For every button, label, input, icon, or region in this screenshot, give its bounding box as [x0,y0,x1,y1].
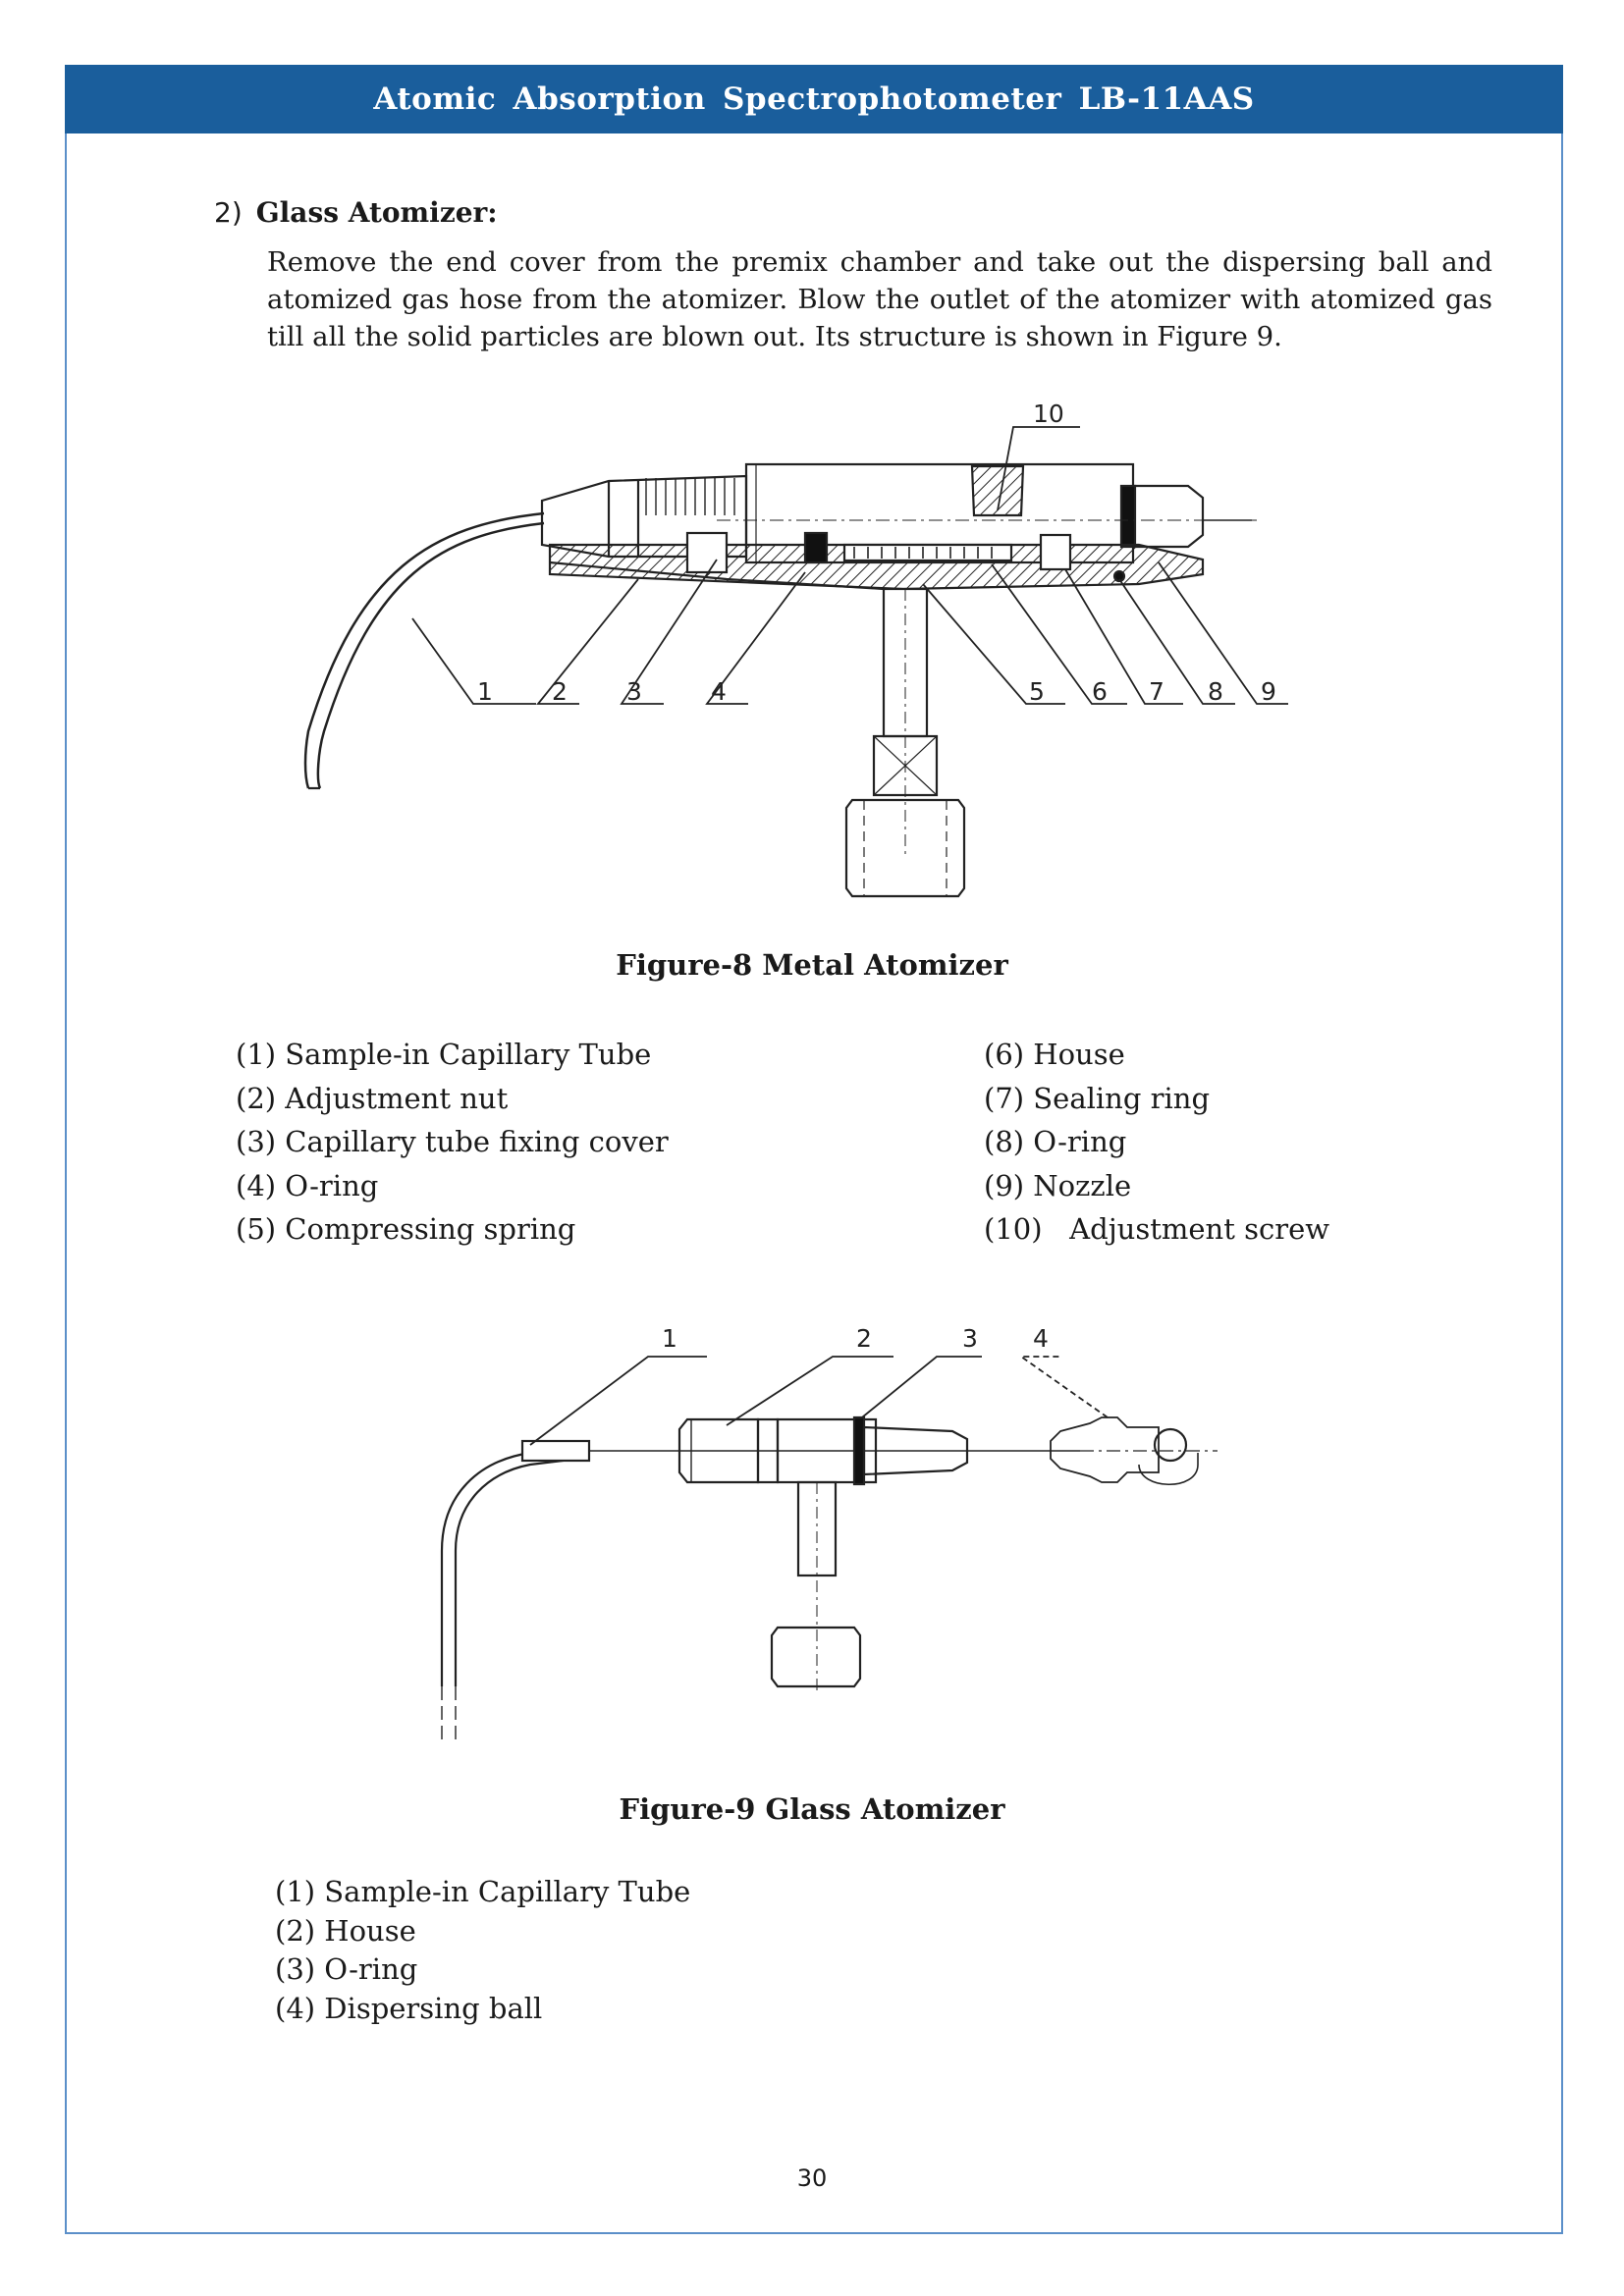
part-item: (6) House [984,1038,1125,1071]
fig8-callout-3: 3 [626,677,642,706]
page-number: 30 [796,2164,828,2192]
fig8-callout-9: 9 [1261,677,1276,706]
part-item: (3) O-ring [275,1952,418,1986]
fig8-callout-10: 10 [1033,400,1064,428]
part-item: (3) Capillary tube fixing cover [236,1125,669,1158]
section-title: Glass Atomizer: [255,196,498,229]
fig8-callout-7: 7 [1149,677,1164,706]
figure-8-parts-left: (1) Sample-in Capillary Tube (2) Adjustm… [236,1033,669,1252]
part-item: (2) House [275,1913,416,1948]
fig8-callout-4: 4 [711,677,727,706]
fig9-callout-1: 1 [662,1324,677,1353]
figure-9-drawing: 1 2 3 4 [412,1315,1237,1757]
part-item: (7) Sealing ring [984,1081,1211,1115]
fig9-callout-3: 3 [962,1324,978,1353]
figure-8-parts-right: (6) House (7) Sealing ring (8) O-ring (9… [984,1033,1329,1252]
part-item: (10) Adjustment screw [984,1212,1330,1246]
fig8-callout-8: 8 [1208,677,1223,706]
paragraph-line: atomized gas hose from the atomizer. Blo… [267,284,1492,315]
paragraph-line: till all the solid particles are blown o… [267,321,1282,352]
section-heading: 2) Glass Atomizer: [214,196,498,229]
fig8-callout-1: 1 [477,677,493,706]
part-item: (4) O-ring [236,1168,379,1202]
paragraph-line: Remove the end cover from the premix cha… [267,246,1492,278]
figure-9-caption: Figure-9 Glass Atomizer [619,1792,1005,1826]
part-item: (8) O-ring [984,1125,1127,1158]
figure-8-caption: Figure-8 Metal Atomizer [616,948,1008,982]
part-item: (2) Adjustment nut [236,1081,509,1115]
document-header: Atomic Absorption Spectrophotometer LB-1… [65,65,1563,133]
fig9-callout-2: 2 [856,1324,872,1353]
fig8-callout-6: 6 [1092,677,1108,706]
fig9-callout-4: 4 [1033,1324,1049,1353]
figure-8-drawing: 1 2 3 4 5 6 7 8 9 10 [295,388,1335,918]
part-item: (1) Sample-in Capillary Tube [275,1875,691,1908]
figure-9-parts: (1) Sample-in Capillary Tube (2) House (… [275,1873,690,2028]
part-item: (4) Dispersing ball [275,1991,543,2025]
fig8-callout-5: 5 [1029,677,1045,706]
part-item: (5) Compressing spring [236,1212,576,1246]
section-paragraph: Remove the end cover from the premix cha… [267,243,1492,355]
fig8-callout-2: 2 [552,677,568,706]
part-item: (9) Nozzle [984,1168,1132,1202]
section-number: 2) [214,196,243,229]
part-item: (1) Sample-in Capillary Tube [236,1038,652,1071]
